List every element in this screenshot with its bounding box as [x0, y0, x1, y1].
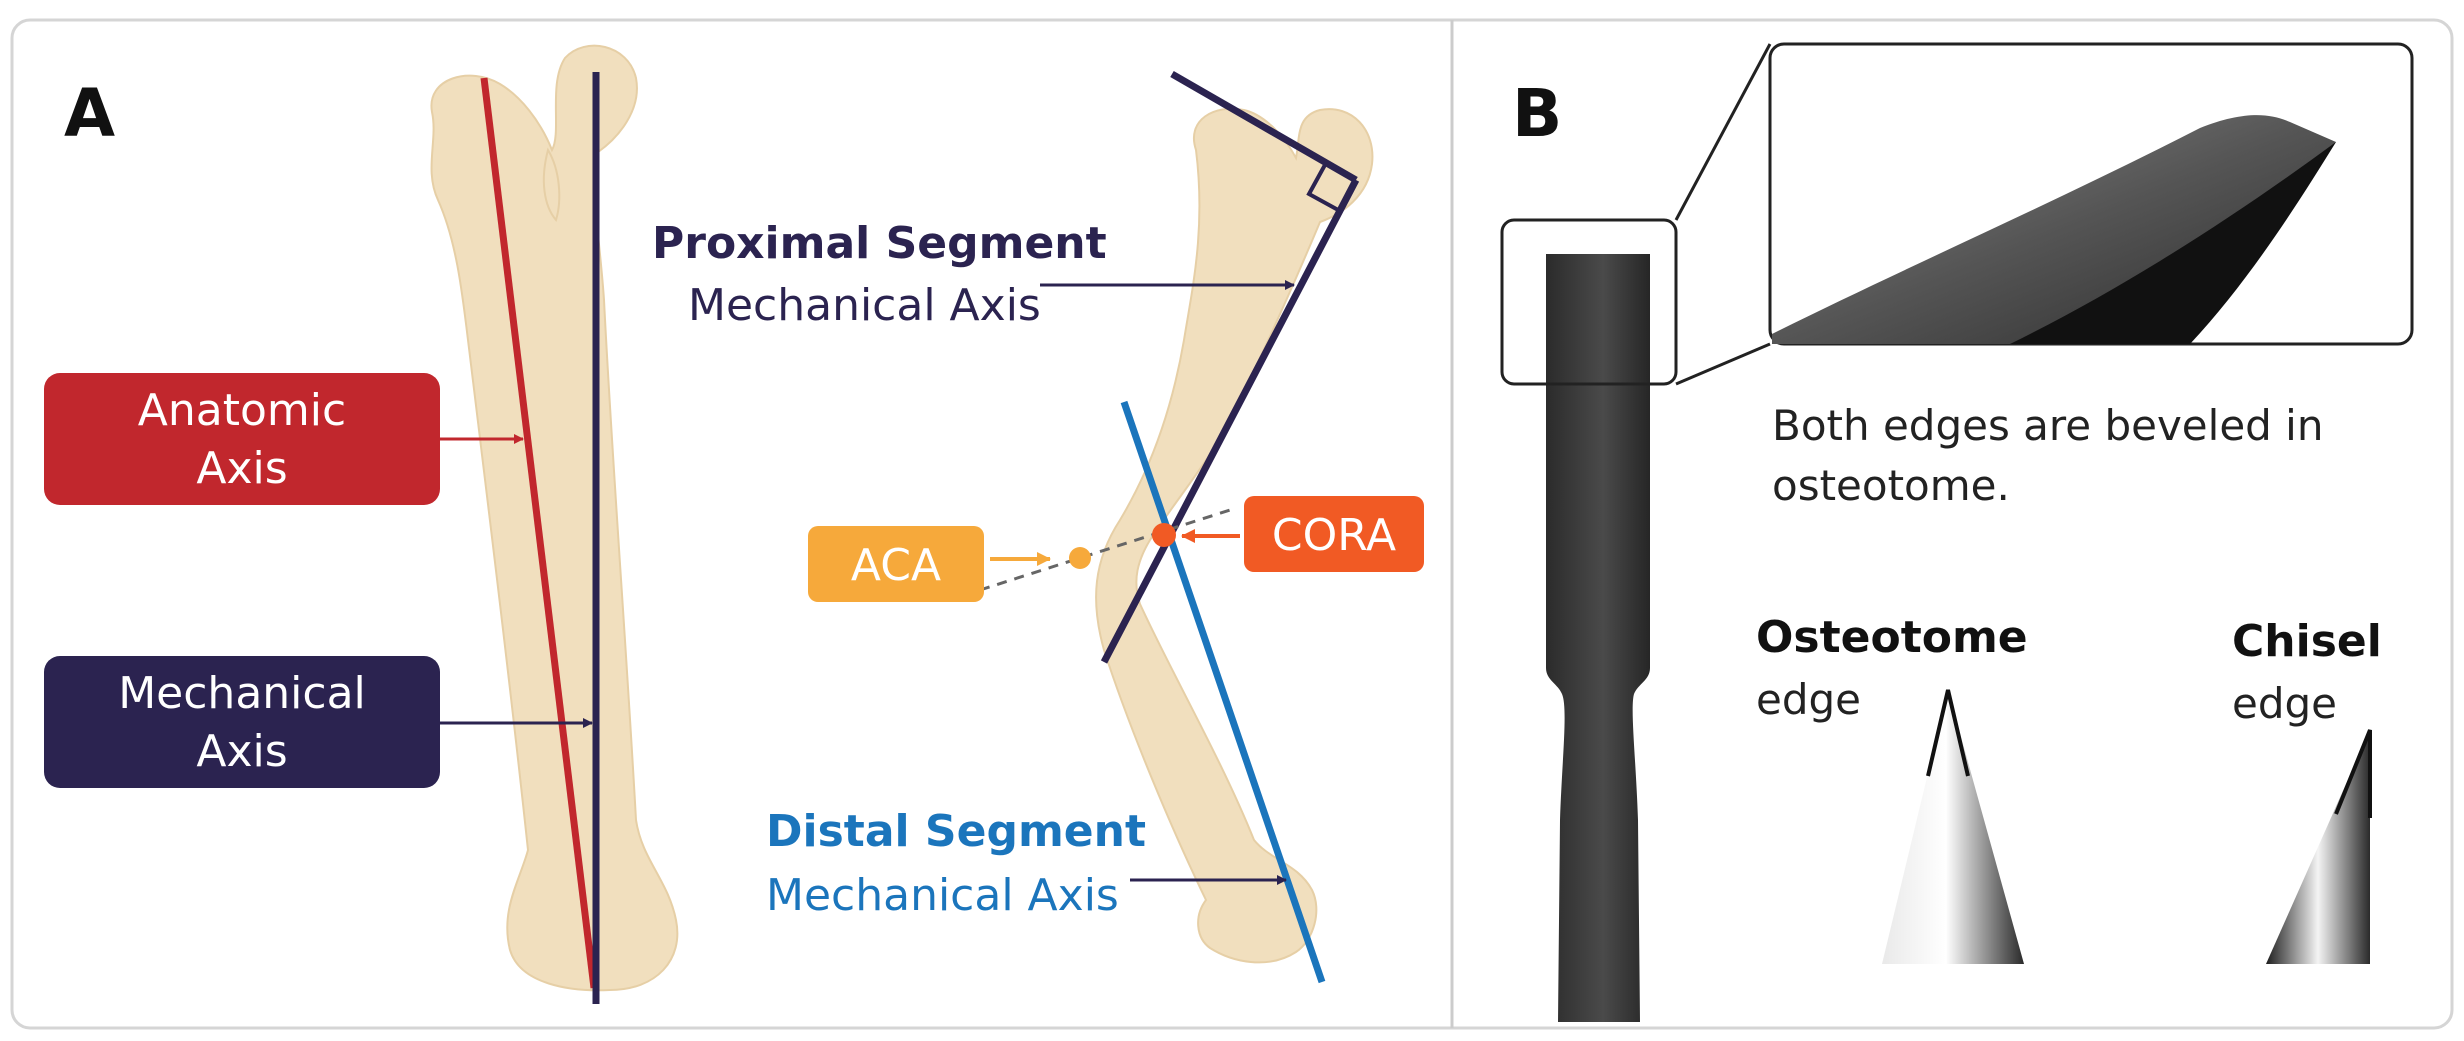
panel-b-letter: B — [1512, 75, 1562, 152]
mechanical-axis-label-line1: Mechanical — [118, 668, 366, 719]
distal-segment-subtitle: Mechanical Axis — [766, 870, 1119, 921]
straight-femur — [430, 44, 679, 992]
panel-b: B Both edges are beveled in osteotome. O… — [1500, 42, 2414, 1022]
panel-a: A Anatomic Axis Mechanical Axis — [44, 44, 1424, 1004]
zoom-connector-top — [1674, 43, 1772, 221]
chisel-edge-wedge — [2266, 730, 2370, 964]
cora-label-box — [1244, 496, 1424, 572]
chisel-edge-subtitle: edge — [2232, 679, 2337, 728]
aca-point — [1069, 547, 1091, 569]
proximal-segment-title: Proximal Segment — [652, 218, 1107, 269]
proximal-axis-perpendicular — [1170, 70, 1358, 184]
anatomic-axis-label-line1: Anatomic — [138, 385, 346, 436]
right-angle-marker — [1306, 162, 1341, 213]
bisector-dashed-line — [979, 508, 1231, 592]
cora-label: CORA — [1272, 510, 1396, 561]
distal-segment-title: Distal Segment — [766, 806, 1146, 857]
panel-a-letter: A — [64, 75, 115, 152]
cora-point — [1152, 523, 1176, 547]
anatomic-axis-label-box — [44, 373, 440, 505]
mechanical-axis-label-line2: Axis — [196, 726, 287, 777]
osteotome-edge-cone — [1882, 690, 2024, 964]
zoom-connector-bottom — [1675, 342, 1771, 386]
mechanical-axis-label-box — [44, 656, 440, 788]
aca-label: ACA — [851, 540, 941, 591]
osteotome-caption-line2: osteotome. — [1772, 461, 2010, 510]
proximal-segment-subtitle: Mechanical Axis — [688, 280, 1041, 331]
proximal-axis-line — [1100, 178, 1360, 664]
chisel-edge-bevel-lines — [2334, 729, 2372, 818]
deformed-femur — [1095, 107, 1374, 964]
osteotome-edge-bevel-lines — [1926, 689, 1970, 777]
chisel-edge-title: Chisel — [2232, 616, 2382, 667]
osteotome-edge-title: Osteotome — [1756, 612, 2028, 663]
osteotome-edge-subtitle: edge — [1756, 675, 1861, 724]
aca-label-box — [808, 526, 984, 602]
osteotome-caption-line1: Both edges are beveled in — [1772, 401, 2323, 450]
anatomic-axis-label-line2: Axis — [196, 443, 287, 494]
anatomic-axis-line — [480, 77, 598, 989]
zoom-inset-bevel — [2010, 142, 2336, 344]
osteotome-tool — [1546, 254, 1650, 1022]
tip-highlight-box — [1500, 218, 1678, 386]
distal-axis-line — [1120, 400, 1326, 984]
